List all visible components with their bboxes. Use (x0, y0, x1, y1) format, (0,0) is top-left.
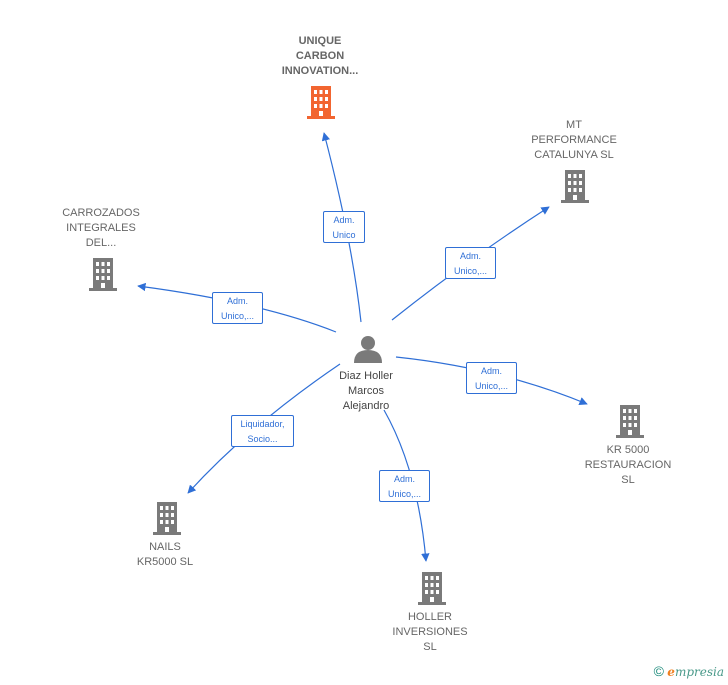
relation-label-kr5000rest[interactable]: Adm. Unico,... (466, 362, 517, 394)
relation-label-nails[interactable]: Liquidador, Socio... (231, 415, 294, 447)
company-label-carrozados[interactable]: CARROZADOS INTEGRALES DEL... (62, 206, 140, 249)
building-icon-mt[interactable] (561, 170, 589, 203)
building-icon-carrozados[interactable] (89, 258, 117, 291)
person-icon[interactable] (354, 336, 382, 363)
person-label[interactable]: Diaz Holler Marcos Alejandro (339, 369, 393, 412)
company-label-holler[interactable]: HOLLER INVERSIONES SL (392, 610, 468, 653)
company-label-kr5000rest[interactable]: KR 5000 RESTAURACION SL (584, 443, 672, 486)
relation-label-holler[interactable]: Adm. Unico,... (379, 470, 430, 502)
relation-label-mt[interactable]: Adm. Unico,... (445, 247, 496, 279)
building-icon-nails[interactable] (153, 502, 181, 535)
building-icon-kr5000rest[interactable] (616, 405, 644, 438)
nodes (89, 86, 644, 605)
empresia-logo[interactable]: empresia (667, 665, 724, 679)
building-icon-unique[interactable] (307, 86, 335, 119)
relation-label-unique[interactable]: Adm. Unico (323, 211, 365, 243)
company-label-nails[interactable]: NAILS KR5000 SL (136, 541, 194, 568)
company-label-mt[interactable]: MT PERFORMANCE CATALUNYA SL (531, 118, 617, 161)
relation-label-carrozados[interactable]: Adm. Unico,... (212, 292, 263, 324)
copyright-icon: © (653, 663, 664, 679)
building-icon-holler[interactable] (418, 572, 446, 605)
credit: © empresia (654, 663, 724, 679)
company-label-unique[interactable]: UNIQUE CARBON INNOVATION... (281, 34, 359, 77)
